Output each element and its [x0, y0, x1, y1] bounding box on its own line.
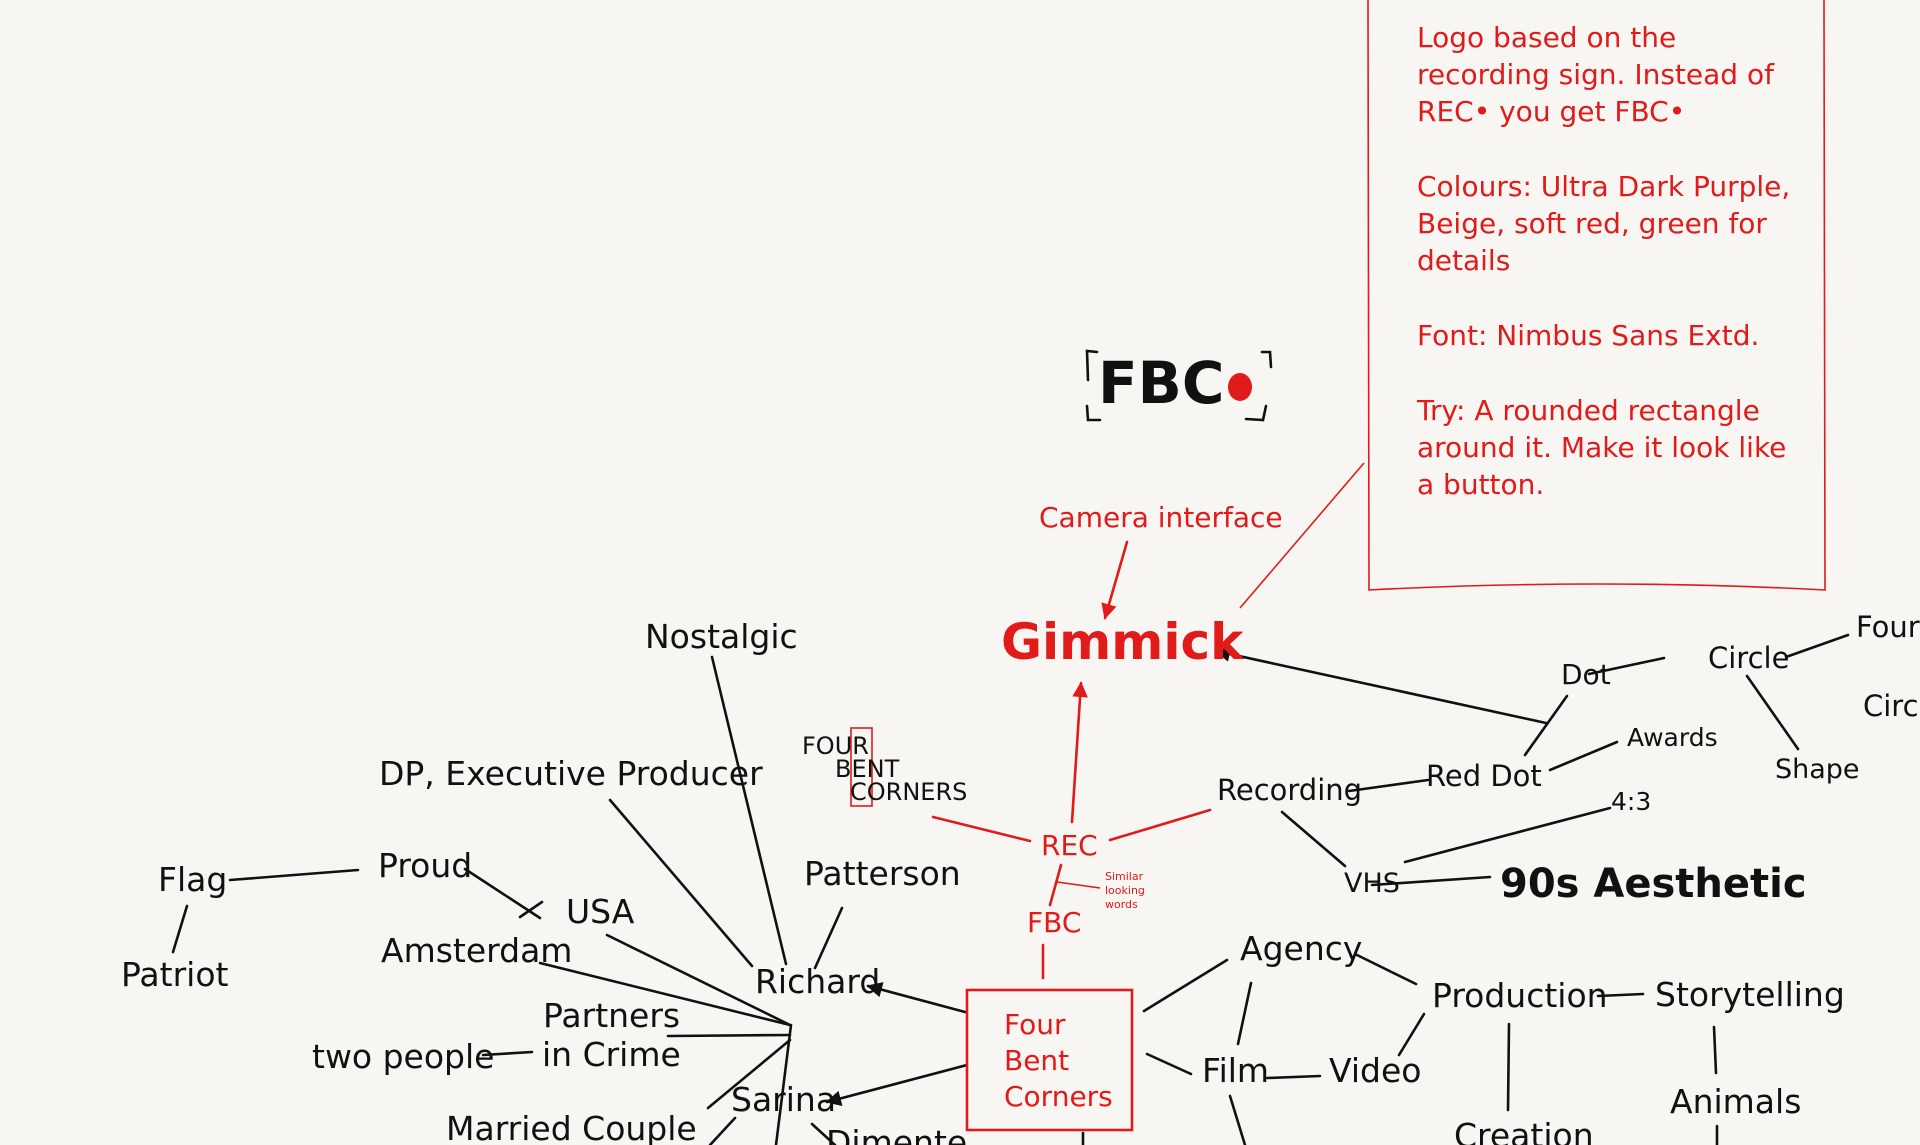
record-dot-icon: [1228, 373, 1252, 401]
note-line: Logo based on the: [1417, 21, 1676, 54]
four-bent-corners-box: [965, 988, 1134, 1132]
note-box: Logo based on the recording sign. Instea…: [1239, 0, 1826, 609]
note-line: REC• you get FBC•: [1417, 95, 1685, 128]
node-awards: Awards: [1627, 723, 1718, 752]
node-partners-in-crime: Partners: [543, 996, 680, 1035]
logo-text: FBC: [1098, 349, 1224, 417]
note-line: recording sign. Instead of: [1417, 58, 1775, 91]
node-4-3: 4:3: [1611, 787, 1651, 816]
node-amsterdam: Amsterdam: [381, 931, 572, 970]
stack-corners: CORNERS: [850, 778, 967, 806]
note-line: a button.: [1417, 468, 1544, 501]
node-animals: Animals: [1670, 1082, 1801, 1121]
node-similar-looking-words: looking: [1105, 884, 1145, 897]
node-gimmick: Gimmick: [1001, 613, 1245, 671]
node-nostalgic: Nostalgic: [645, 617, 798, 656]
node-rec: REC: [1041, 829, 1098, 862]
fbc-logo-sketch: FBC: [1085, 349, 1273, 422]
node-flag: Flag: [158, 860, 227, 899]
node-sarina: Sarina: [731, 1080, 836, 1119]
red-edges: [850, 540, 1212, 1132]
node-patterson: Patterson: [804, 854, 961, 893]
node-production: Production: [1432, 976, 1608, 1015]
node-creation: Creation: [1454, 1116, 1594, 1145]
node-90s-aesthetic: 90s Aesthetic: [1500, 861, 1807, 907]
node-four-bent-corners: Corners: [1004, 1080, 1113, 1113]
node-red-dot: Red Dot: [1426, 759, 1542, 793]
node-film: Film: [1202, 1051, 1269, 1090]
note-line: around it. Make it look like: [1417, 431, 1786, 464]
note-line: Beige, soft red, green for: [1417, 207, 1767, 240]
node-dp-executive-producer: DP, Executive Producer: [379, 754, 763, 793]
node-partners-in-crime: in Crime: [542, 1035, 681, 1074]
letter-highlight-box: [850, 727, 873, 807]
node-similar-looking-words: Similar: [1105, 870, 1144, 883]
node-circle-cut: Circl: [1863, 689, 1920, 723]
node-four-cut: Four: [1856, 610, 1920, 644]
node-similar-looking-words: words: [1105, 898, 1138, 911]
stack-four: FOUR: [802, 732, 869, 760]
node-patriot: Patriot: [121, 955, 229, 994]
node-dot: Dot: [1561, 658, 1611, 691]
note-line: Colours: Ultra Dark Purple,: [1417, 170, 1790, 203]
note-line: Font: Nimbus Sans Extd.: [1417, 319, 1759, 352]
node-camera-interface: Camera interface: [1039, 501, 1283, 534]
node-recording: Recording: [1217, 773, 1362, 807]
node-video: Video: [1329, 1051, 1421, 1090]
node-agency: Agency: [1240, 929, 1362, 968]
note-connector: [1239, 462, 1365, 609]
node-fbc: FBC: [1027, 906, 1081, 939]
stack-bent: BENT: [835, 755, 900, 783]
node-richard: Richard: [755, 962, 880, 1001]
edges: [171, 633, 1850, 1145]
node-storytelling: Storytelling: [1655, 975, 1845, 1014]
node-circle: Circle: [1708, 641, 1789, 675]
node-vhs: VHS: [1344, 868, 1400, 899]
node-four-bent-corners: Bent: [1004, 1044, 1069, 1077]
node-dimente: Dimente: [826, 1123, 967, 1145]
node-shape: Shape: [1775, 754, 1860, 785]
note-line: details: [1417, 244, 1510, 277]
node-usa: USA: [566, 892, 635, 931]
node-married-couple: Married Couple: [446, 1109, 697, 1145]
node-four-bent-corners: Four: [1004, 1008, 1066, 1041]
note-line: Try: A rounded rectangle: [1416, 394, 1760, 427]
node-two-people: two people: [312, 1037, 494, 1076]
node-proud: Proud: [378, 846, 472, 885]
